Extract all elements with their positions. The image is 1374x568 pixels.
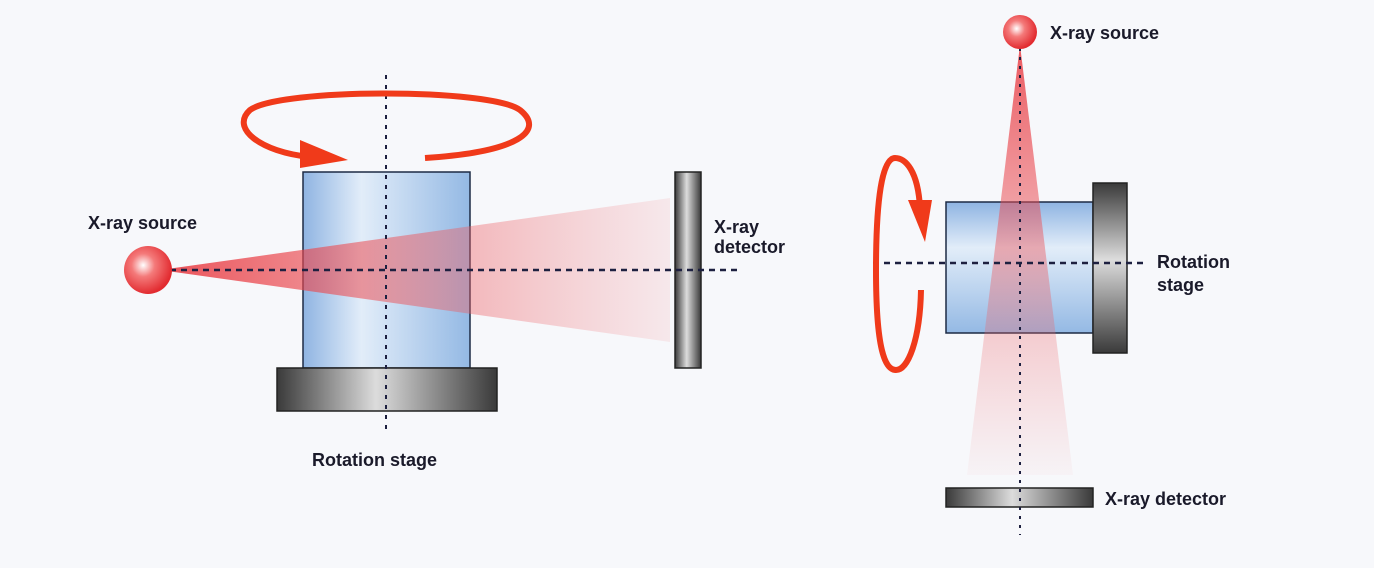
stage-label-line1: Rotation [1157, 252, 1230, 272]
source-label: X-ray source [88, 213, 197, 233]
xray-source-icon [124, 246, 172, 294]
rotation-arrowhead-icon [300, 140, 348, 168]
xray-source-icon [1003, 15, 1037, 49]
right-view: X-ray source Rotation stage X-ray detect… [872, 15, 1230, 535]
stage-label: Rotation stage [312, 450, 437, 470]
detector-label-line2: detector [714, 237, 785, 257]
left-view: X-ray source X-ray detector Rotation sta… [88, 75, 785, 470]
source-label: X-ray source [1050, 23, 1159, 43]
detector-label: X-ray detector [1105, 489, 1226, 509]
rotation-arrowhead-icon [908, 200, 932, 242]
xray-beam [967, 45, 1073, 475]
rotation-arrow-icon [240, 90, 533, 161]
rotation-stage-plate [1092, 182, 1128, 354]
rotation-arrow-icon [872, 154, 924, 374]
detector-label-line1: X-ray [714, 217, 759, 237]
rotation-stage-base [276, 367, 498, 412]
stage-label-line2: stage [1157, 275, 1204, 295]
